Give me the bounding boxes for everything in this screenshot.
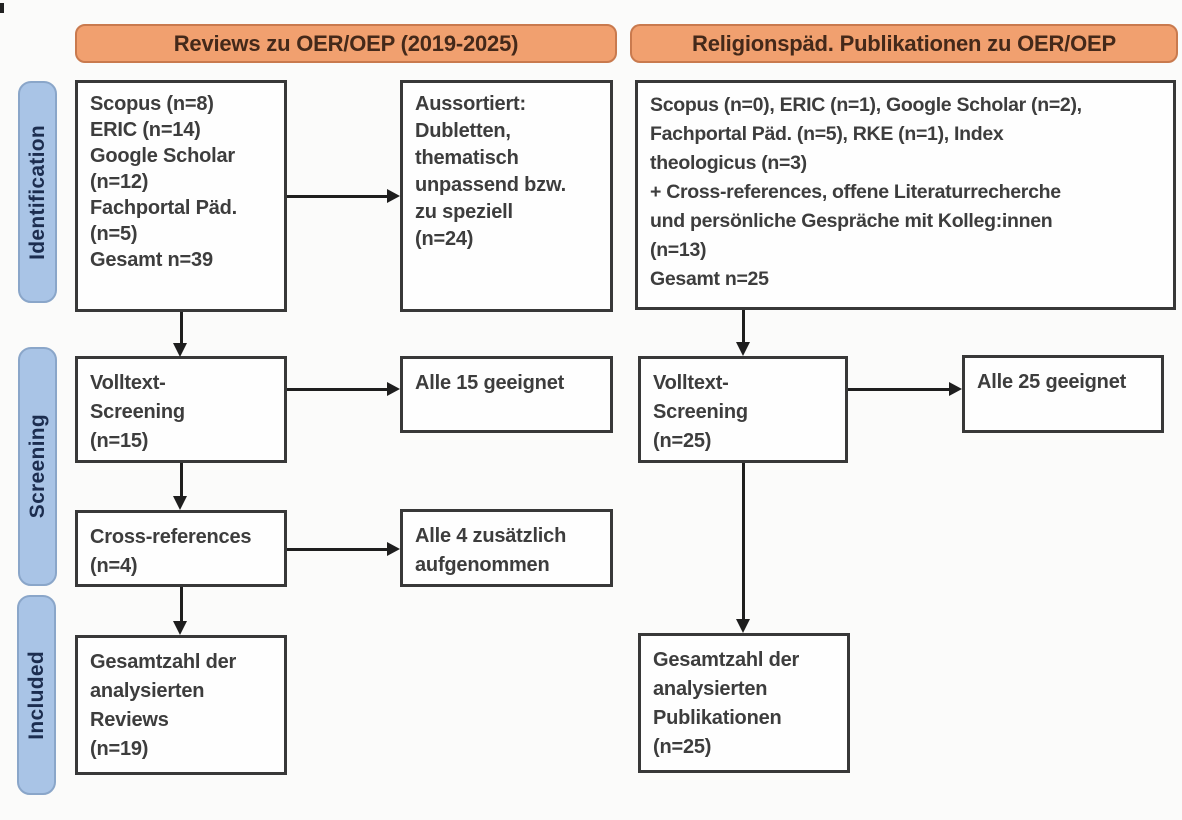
- column-header-religionspaed: Religionspäd. Publikationen zu OER/OEP: [630, 24, 1178, 63]
- box-right-fulltext-screening: Volltext- Screening (n=25): [638, 356, 848, 463]
- stage-included: Included: [17, 595, 56, 795]
- stage-screening-label: Screening: [25, 414, 49, 519]
- column-header-religionspaed-label: Religionspäd. Publikationen zu OER/OEP: [692, 30, 1116, 56]
- box-left-cross-references-result: Alle 4 zusätzlich aufgenommen: [400, 509, 613, 587]
- column-header-reviews: Reviews zu OER/OEP (2019-2025): [75, 24, 617, 63]
- edge-artifact: [0, 3, 4, 13]
- column-header-reviews-label: Reviews zu OER/OEP (2019-2025): [173, 30, 519, 56]
- box-right-sources: Scopus (n=0), ERIC (n=1), Google Scholar…: [635, 80, 1176, 310]
- stage-identification-label: Identification: [25, 124, 49, 260]
- box-left-included-total: Gesamtzahl der analysierten Reviews (n=1…: [75, 635, 287, 775]
- stage-screening: Screening: [18, 347, 57, 586]
- box-left-fulltext-result: Alle 15 geeignet: [400, 356, 613, 433]
- box-left-cross-references: Cross-references (n=4): [75, 510, 287, 587]
- box-left-fulltext-screening: Volltext- Screening (n=15): [75, 356, 287, 463]
- stage-identification: Identification: [18, 81, 57, 303]
- box-left-excluded: Aussortiert: Dubletten, thematisch unpas…: [400, 80, 613, 312]
- stage-included-label: Included: [24, 650, 48, 740]
- box-right-fulltext-result: Alle 25 geeignet: [962, 355, 1164, 433]
- box-right-included-total: Gesamtzahl der analysierten Publikatione…: [638, 633, 850, 773]
- box-left-sources: Scopus (n=8) ERIC (n=14) Google Scholar …: [75, 80, 287, 312]
